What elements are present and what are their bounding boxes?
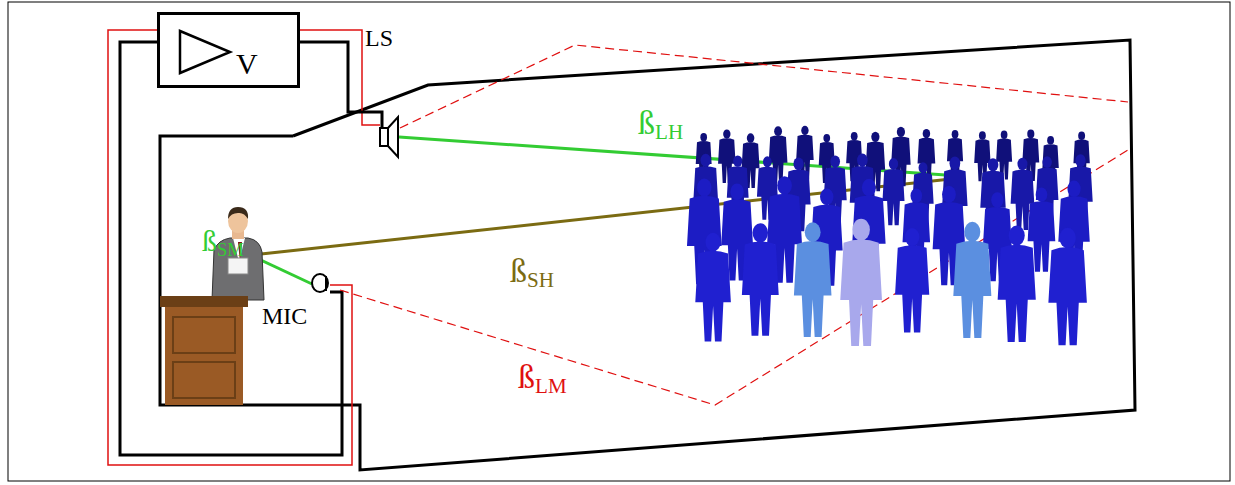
path-label: ßSH (510, 254, 554, 291)
amplifier-label: V (236, 49, 258, 79)
loudspeaker-symbol (380, 117, 398, 157)
microphone-symbol (312, 274, 328, 292)
speaker-wire (300, 42, 382, 130)
reflection-path (400, 45, 1128, 128)
frame (8, 2, 1230, 481)
path-label: ßSM (202, 226, 244, 259)
amplifier-box: V (157, 12, 300, 88)
audience (687, 126, 1093, 346)
path-label: ßLM (518, 360, 567, 397)
amplifier-symbol (160, 15, 297, 85)
path-label: ßLH (638, 106, 683, 143)
room-outline (160, 40, 1135, 470)
part-name: MIC (262, 304, 307, 328)
speaker-person (212, 207, 264, 300)
reflection-path (340, 150, 1128, 405)
podium (160, 296, 248, 405)
part-name: LS (365, 26, 393, 50)
